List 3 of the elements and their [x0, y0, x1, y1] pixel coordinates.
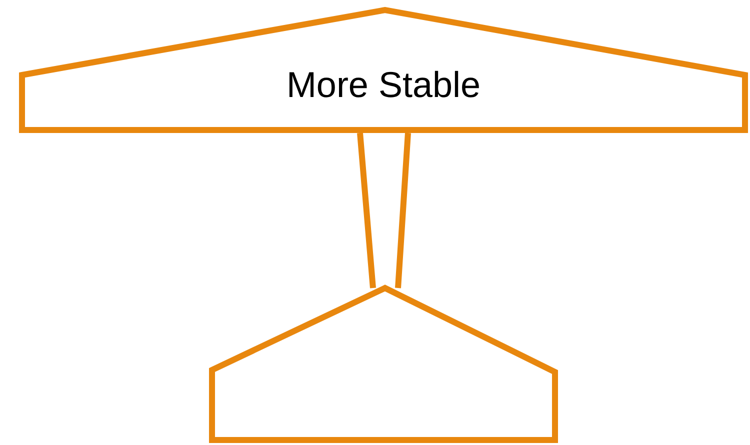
shape-label: More Stable [286, 63, 481, 107]
pentagon-shape [209, 283, 558, 443]
pentagon-shape [19, 7, 748, 134]
